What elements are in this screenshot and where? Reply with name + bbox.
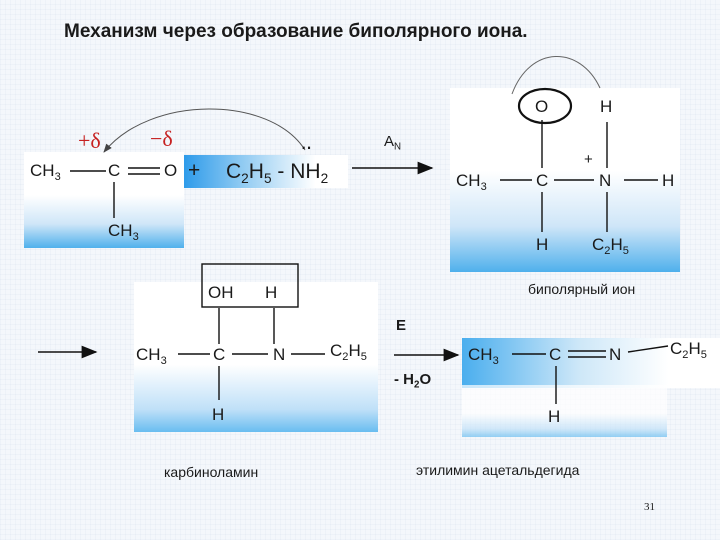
- oh-h-box: [201, 263, 299, 308]
- bipolar-oxygen: O: [535, 97, 549, 116]
- bipolar-h-right: H: [662, 171, 675, 190]
- carbinol-oh: OH: [208, 283, 234, 302]
- bipolar-c2h5: C2H5: [592, 235, 629, 257]
- plus-sign: +: [188, 159, 201, 182]
- reactant-ch3: CH3: [30, 161, 61, 183]
- imine-carbon: C: [549, 345, 562, 364]
- bipolar-carbon: C: [536, 171, 549, 190]
- lone-pair: ··: [300, 134, 313, 159]
- page-number: 31: [644, 501, 655, 513]
- bipolar-h-bottom: H: [536, 235, 549, 254]
- delta-minus: −δ: [150, 126, 173, 151]
- carbinol-caption: карбиноламин: [164, 464, 259, 480]
- slide-title: Механизм через образование биполярного и…: [64, 21, 528, 42]
- imine-nitrogen: N: [609, 345, 622, 364]
- imine-panel: [462, 338, 720, 388]
- carbinol-h-top: H: [265, 283, 278, 302]
- imine-lower-panel: [462, 385, 667, 437]
- reactant-carbon: C: [108, 161, 121, 180]
- curved-arrow-n-to-c: [103, 108, 306, 153]
- amine-panel: [184, 155, 348, 188]
- carbinol-c2h5: C2H5: [330, 341, 367, 363]
- arrow-label-an: AN: [384, 133, 402, 153]
- carbinol-carbon: C: [213, 345, 226, 364]
- delta-plus: +δ: [78, 128, 101, 153]
- reactant-oxygen: O: [164, 161, 178, 180]
- carbinol-nitrogen: N: [273, 345, 286, 364]
- imine-c2h5: C2H5: [670, 339, 707, 361]
- carbinol-ch3: CH3: [136, 345, 167, 367]
- arrow-label-water: - H2O: [394, 371, 432, 391]
- imine-h-bottom: H: [548, 407, 561, 426]
- bipolar-caption: биполярный ион: [528, 281, 636, 297]
- ethylamine: C2H5 - NH2: [226, 160, 329, 186]
- bipolar-plus: +: [584, 151, 593, 168]
- imine-ch3: CH3: [468, 345, 499, 367]
- bipolar-ch3: CH3: [456, 171, 487, 193]
- oxygen-circle: [517, 87, 573, 125]
- bipolar-h-top: H: [600, 97, 613, 116]
- bipolar-nitrogen: N: [599, 171, 612, 190]
- carbinol-h-bottom: H: [212, 405, 225, 424]
- arrow-label-e: E: [396, 317, 407, 334]
- reactant-ch3-bottom: CH3: [108, 221, 139, 243]
- imine-caption: этилимин ацетальдегида: [416, 462, 580, 478]
